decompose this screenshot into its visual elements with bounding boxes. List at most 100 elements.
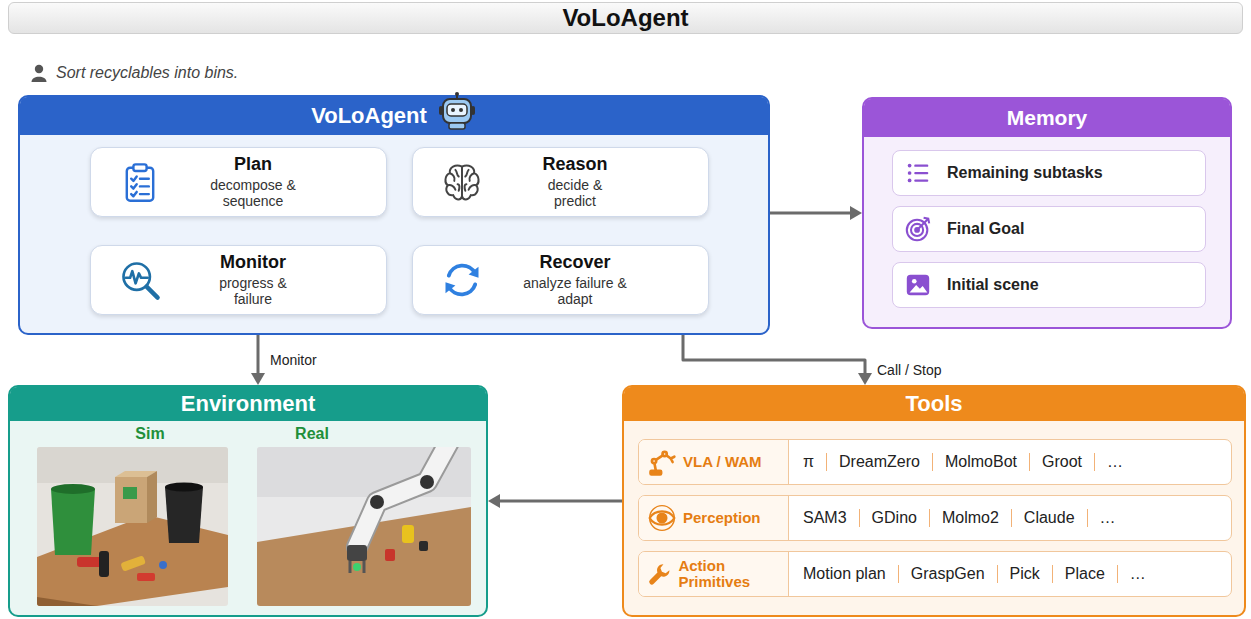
scene-label: Sim <box>135 425 164 443</box>
arrowhead <box>850 206 862 220</box>
svg-line <box>349 561 352 573</box>
edge-label: Call / Stop <box>877 362 942 378</box>
card-subtitle: analyze failure & adapt <box>521 275 629 309</box>
tool-category: Perception <box>639 496 789 540</box>
panel-header: Environment <box>10 387 486 421</box>
panel-title: Environment <box>181 392 315 416</box>
tool-name: … <box>1107 453 1123 471</box>
arrowhead <box>488 494 500 508</box>
panel-title: Memory <box>1007 106 1088 129</box>
connector <box>683 335 872 385</box>
svg-rect <box>471 106 475 115</box>
svg-polygon <box>147 471 157 523</box>
svg-g <box>37 447 228 606</box>
separator <box>932 453 933 471</box>
svg-rect <box>127 168 153 201</box>
card-text: Reasondecide & predict <box>495 154 655 210</box>
svg-g <box>257 447 471 606</box>
icon-holder <box>437 257 487 303</box>
clip-icon <box>118 160 162 204</box>
tool-row: PerceptionSAM3GDinoMolmo2Claude… <box>638 495 1232 541</box>
capability-card: Recoveranalyze failure & adapt <box>412 245 709 315</box>
robot-icon <box>437 91 477 131</box>
arrowhead <box>251 373 265 385</box>
tool-name: Pick <box>1010 565 1040 583</box>
brain-icon <box>440 160 484 204</box>
title: VoLoAgent <box>562 4 688 32</box>
list-icon <box>904 159 932 187</box>
svg-polyline <box>131 192 137 196</box>
capability-card: Monitorprogress & failure <box>90 245 387 315</box>
card-text: Plandecompose & sequence <box>173 154 333 210</box>
panel-box: Environment <box>8 385 488 617</box>
cycle-icon <box>440 258 484 302</box>
svg-line <box>140 193 149 195</box>
svg-circle <box>908 164 912 168</box>
svg-circle <box>908 171 912 175</box>
svg-path <box>165 487 203 543</box>
connector-line <box>499 500 622 503</box>
svg-rect <box>914 172 928 174</box>
svg-ellipse <box>165 483 203 492</box>
svg-rect <box>99 551 109 577</box>
memory-item: Final Goal <box>892 206 1206 252</box>
separator <box>826 453 827 471</box>
separator <box>1087 509 1088 527</box>
card-title: Recover <box>539 252 610 274</box>
separator <box>1029 453 1030 471</box>
svg-path <box>357 447 449 547</box>
svg-rect <box>402 525 414 543</box>
svg-path <box>357 447 449 547</box>
tool-category: VLA / WAM <box>639 440 789 484</box>
title-banner: VoLoAgent <box>8 2 1243 34</box>
wrench-icon <box>647 559 672 589</box>
separator <box>859 509 860 527</box>
task-prompt: Sort recyclables into bins. <box>56 64 238 82</box>
svg-rect <box>133 164 146 171</box>
eye-icon <box>647 503 677 533</box>
panel-header: Tools <box>624 387 1244 421</box>
panel-header: VoLoAgent <box>20 97 768 135</box>
svg-polygon <box>37 597 97 606</box>
tool-row: Action PrimitivesMotion planGraspGenPick… <box>638 551 1232 597</box>
svg-rect <box>123 487 137 499</box>
separator <box>1117 565 1118 583</box>
svg-circle <box>650 506 675 531</box>
svg-path <box>32 77 47 82</box>
icon-holder <box>903 270 933 300</box>
connector <box>770 206 862 220</box>
icon-holder <box>903 214 933 244</box>
connector-line <box>257 335 260 374</box>
svg-rect <box>385 549 395 561</box>
separator <box>1052 565 1053 583</box>
tool-name: Claude <box>1024 509 1075 527</box>
separator <box>929 509 930 527</box>
tool-list: Motion planGraspGenPickPlace… <box>789 552 1231 596</box>
svg-rect <box>137 573 155 581</box>
svg-rect <box>439 106 443 115</box>
svg-rect <box>443 99 471 123</box>
svg-path <box>671 457 675 462</box>
connector <box>488 494 622 508</box>
card-subtitle: progress & failure <box>199 275 307 309</box>
svg-rect <box>907 275 929 296</box>
svg-rect <box>347 545 367 561</box>
separator <box>997 565 998 583</box>
tool-name: … <box>1100 509 1116 527</box>
category-name: Action Primitives <box>678 558 782 591</box>
separator <box>1094 453 1095 471</box>
svg-rect <box>447 104 467 116</box>
capability-card: Reasondecide & predict <box>412 147 709 217</box>
svg-line <box>147 287 158 298</box>
svg-line <box>140 185 149 187</box>
svg-circle <box>370 495 384 509</box>
svg-rect <box>120 555 146 572</box>
svg-line <box>363 561 366 573</box>
svg-path <box>649 564 669 584</box>
icon-holder <box>115 159 165 205</box>
svg-path <box>448 170 477 191</box>
panel-box: VoLoAgentPlandecompose & sequence Reasond… <box>18 95 770 335</box>
connector-line <box>770 212 851 215</box>
svg-polygon <box>910 285 928 292</box>
